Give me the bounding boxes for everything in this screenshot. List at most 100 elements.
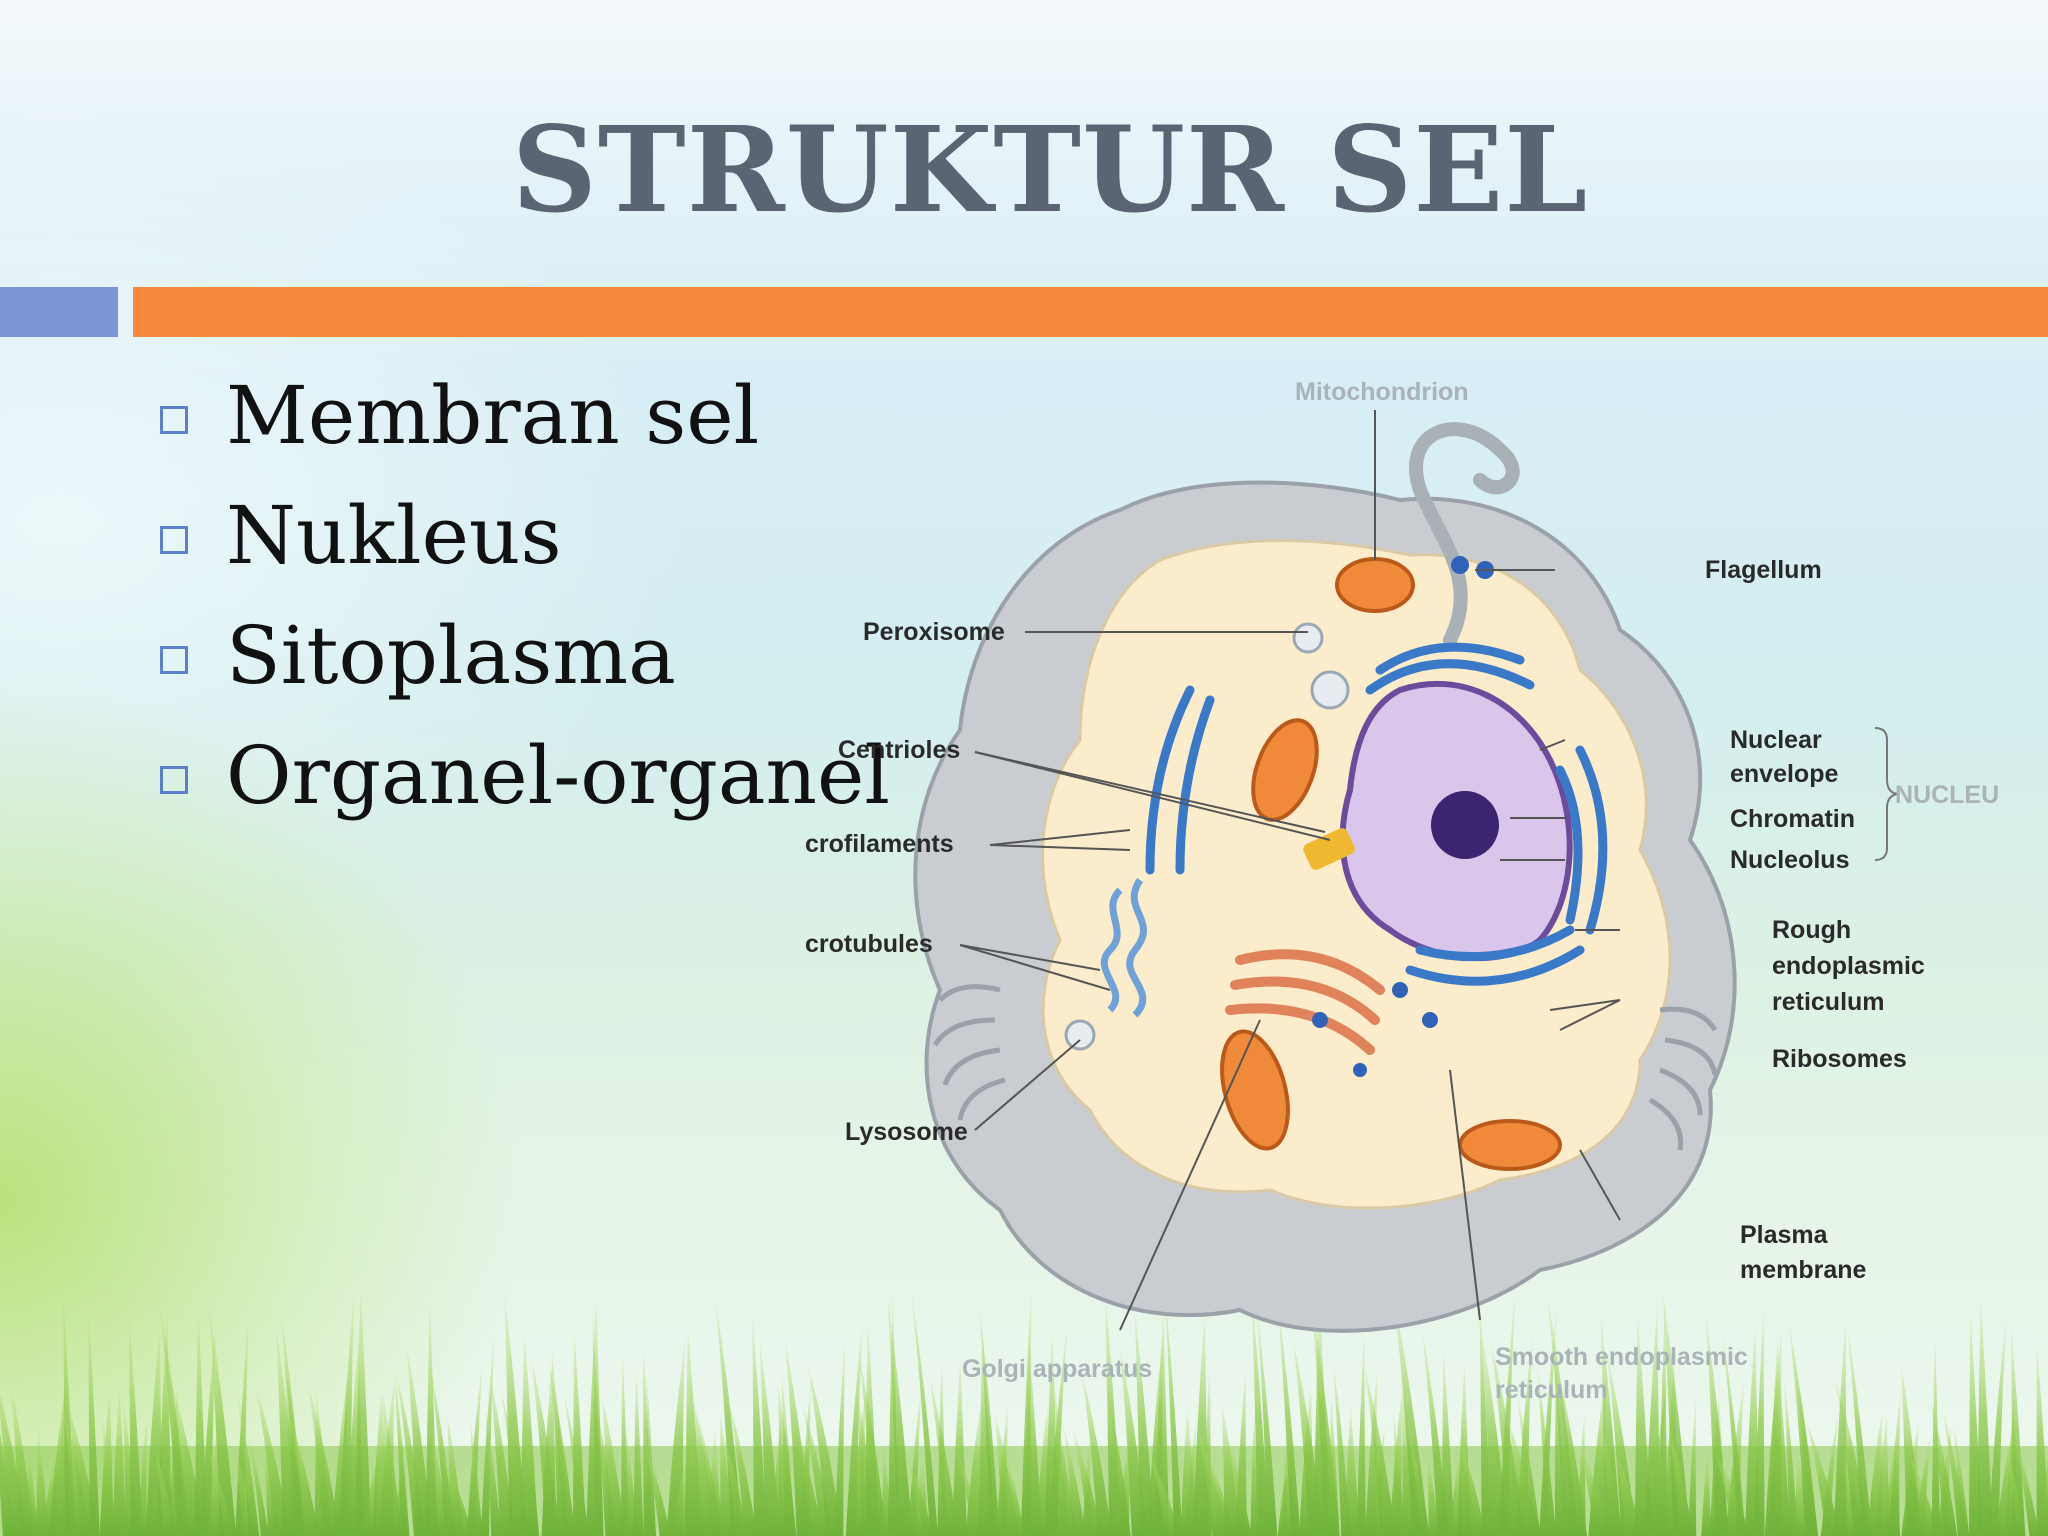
grass-blade (1250, 1409, 1259, 1536)
grass-blade (633, 1367, 644, 1536)
grass-blade (504, 1294, 527, 1536)
animal-cell-diagram: Mitochondrion Flagellum Peroxisome Centr… (805, 378, 1999, 1404)
label-smooth-er-2: reticulum (1495, 1376, 1608, 1404)
grass-blade (1421, 1327, 1449, 1536)
grass-blade (307, 1384, 341, 1536)
grass-blade (1081, 1369, 1112, 1536)
background-glow (0, 300, 900, 1536)
grass-blade (1539, 1302, 1558, 1536)
grass-blade (485, 1408, 502, 1536)
grass-blade (978, 1304, 1000, 1536)
centrioles-shape (1303, 828, 1355, 870)
grass-blade (428, 1359, 455, 1536)
grass-blade (157, 1293, 190, 1536)
grass-blade (382, 1393, 403, 1536)
accent-bar-orange (133, 287, 2048, 337)
grass-blade (470, 1418, 483, 1536)
grass-blade (1277, 1299, 1301, 1536)
grass-blade (247, 1432, 269, 1536)
label-rough-er-3: reticulum (1772, 988, 1885, 1016)
grass-blade (1754, 1306, 1765, 1536)
grass-blade (27, 1442, 39, 1536)
grass-blade (907, 1388, 922, 1536)
label-nucleus-group: NUCLEU (1895, 781, 1999, 809)
grass-blade (2013, 1434, 2040, 1536)
golgi-apparatus (1225, 949, 1385, 1055)
grass-blade (237, 1395, 260, 1536)
grass-blade (1576, 1412, 1586, 1536)
square-bullet-icon (160, 766, 188, 794)
grass-blade (102, 1417, 114, 1536)
label-plasma-membrane-1: Plasma (1740, 1221, 1829, 1249)
accent-bar-blue (0, 287, 118, 337)
grass-blade (728, 1400, 757, 1536)
label-lysosome: Lysosome (845, 1118, 968, 1146)
grass-blade (1929, 1398, 1958, 1536)
grass-blade (929, 1375, 959, 1536)
grass-blade (1456, 1431, 1486, 1536)
grass-blade (1847, 1327, 1872, 1536)
grass-blade (1498, 1289, 1516, 1536)
bullet-item: Nukleus (160, 475, 890, 595)
nucleolus-shape (1431, 791, 1499, 859)
grass-blade (643, 1439, 671, 1536)
grass-blade (145, 1325, 164, 1536)
grass-blade (1006, 1455, 1025, 1536)
cilia (932, 984, 1718, 1151)
grass-blade (688, 1403, 697, 1536)
grass-blade (1599, 1416, 1624, 1536)
grass-blade (722, 1431, 748, 1536)
label-peroxisome: Peroxisome (863, 618, 1005, 646)
square-bullet-icon (160, 646, 188, 674)
grass-blade (714, 1295, 743, 1536)
label-smooth-er-1: Smooth endoplasmic (1495, 1343, 1748, 1371)
grass-blade (500, 1385, 527, 1536)
grass-blade (646, 1373, 657, 1536)
vesicles (1312, 556, 1494, 1077)
grass-blade (1688, 1398, 1697, 1536)
label-nuclear-envelope-2: envelope (1730, 760, 1838, 788)
grass-blade (1072, 1428, 1103, 1536)
grass-blade (1149, 1455, 1181, 1536)
grass-blade (1888, 1390, 1901, 1536)
grass-blade (48, 1380, 67, 1536)
grass-blade (1026, 1336, 1043, 1536)
grass-blade (466, 1361, 483, 1536)
grass-blade (1393, 1412, 1406, 1536)
grass-blade (1393, 1297, 1429, 1536)
bullet-item: Membran sel (160, 355, 890, 475)
grass-blade (1328, 1397, 1340, 1536)
grass-blade (2040, 1457, 2048, 1536)
grass-blade (393, 1366, 410, 1536)
grass-blade (1256, 1307, 1278, 1536)
grass-blade (209, 1308, 237, 1536)
grass-blade (286, 1404, 320, 1536)
grass-blade (1251, 1295, 1270, 1536)
rough-er (1145, 642, 1608, 986)
grass-blade (857, 1348, 887, 1536)
grass-blade (602, 1396, 627, 1536)
grass-blade (1441, 1350, 1455, 1536)
grass-blade (1666, 1418, 1694, 1536)
grass-blade (1490, 1341, 1526, 1536)
grass-blade (1701, 1447, 1712, 1536)
grass-blade (1406, 1425, 1430, 1536)
grass-blade (790, 1407, 823, 1536)
grass-blade (522, 1396, 540, 1536)
grass-blade (1134, 1307, 1155, 1536)
label-flagellum: Flagellum (1705, 556, 1822, 584)
label-nuclear-envelope: Nuclear (1730, 726, 1822, 754)
grass-blade (1662, 1292, 1691, 1536)
grass-blade (1988, 1315, 2007, 1536)
grass-blade (834, 1336, 846, 1536)
grass-blade (957, 1453, 984, 1536)
mitochondria (1220, 557, 1562, 1171)
grass-blade (208, 1449, 234, 1536)
grass-blade (1658, 1298, 1668, 1536)
grass-blade (1063, 1427, 1086, 1536)
label-mitochondrion: Mitochondrion (1295, 378, 1469, 406)
square-bullet-icon (160, 526, 188, 554)
grass-blade (1104, 1373, 1131, 1536)
bullet-text: Membran sel (226, 368, 760, 462)
grass-blade (1055, 1413, 1076, 1536)
